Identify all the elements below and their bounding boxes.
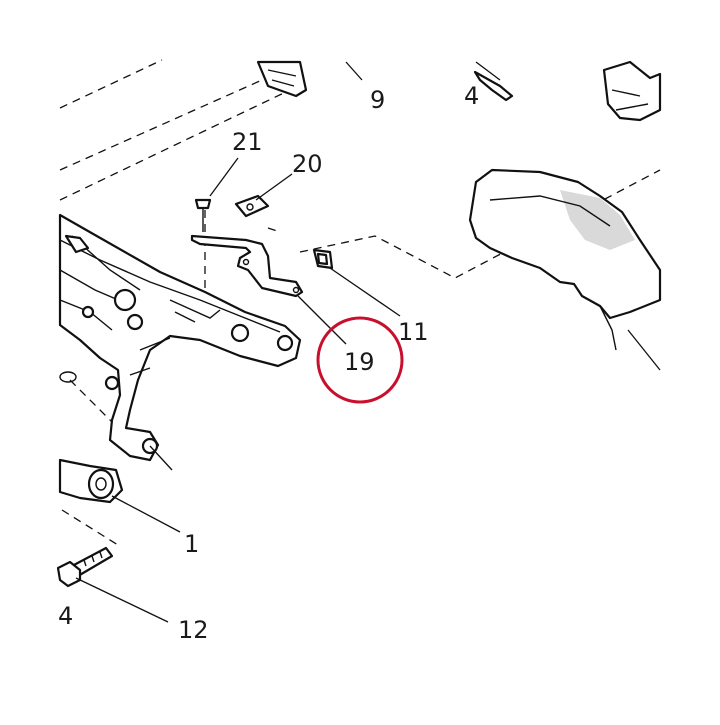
callout-labels: 9 4 21 20 11 19 1 4 12 (58, 82, 479, 644)
callout-20: 20 (292, 150, 323, 178)
rear-subframe (58, 213, 302, 462)
upper-bracket-fragment (256, 60, 308, 98)
ring-fragment (59, 371, 77, 383)
bolt-part-21 (194, 198, 212, 232)
right-side-component (468, 60, 662, 371)
bushing-part-1 (58, 458, 124, 504)
bracket-part-19 (190, 234, 304, 298)
highlight-circle (316, 316, 404, 404)
callout-4-bottom: 4 (58, 602, 73, 630)
callout-11: 11 (398, 318, 429, 346)
leader-lines (75, 61, 501, 623)
bolt-part-12 (56, 546, 114, 588)
nut-part-11 (312, 248, 334, 270)
callout-4-top: 4 (464, 82, 479, 110)
callout-21: 21 (232, 128, 263, 156)
clip-part-20 (234, 194, 270, 218)
callout-12: 12 (178, 616, 209, 644)
callout-9: 9 (370, 86, 385, 114)
clip-fragment-top (473, 70, 514, 102)
callout-19: 19 (344, 348, 375, 376)
callout-1: 1 (184, 530, 199, 558)
